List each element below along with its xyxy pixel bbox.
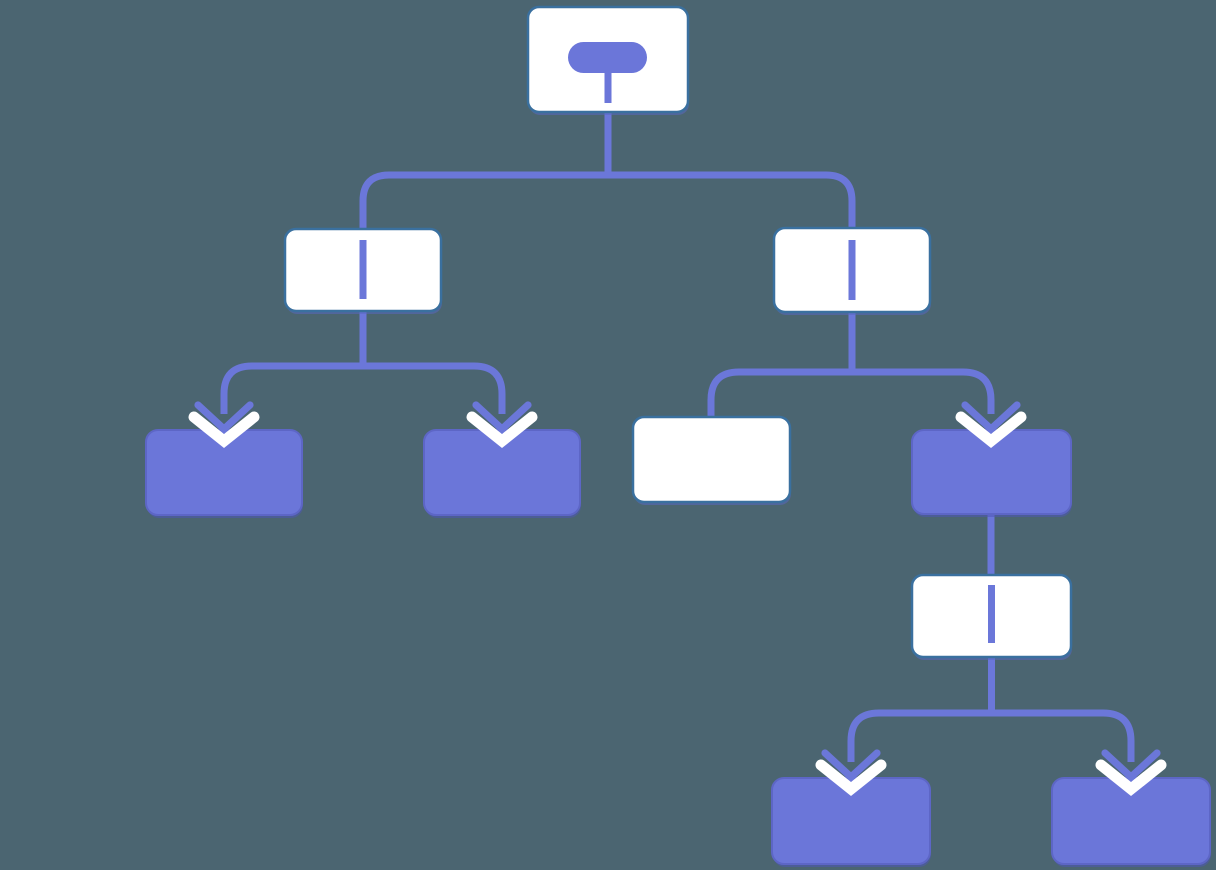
collapsed-pill-icon[interactable] [568,42,647,73]
connector-tier2-right-elbow [707,368,995,419]
drop-arrow-bottom-2-white-chevron-icon [1095,759,1167,797]
plain-card[interactable] [631,415,792,504]
drop-arrow-left-1-chevron-icon [194,401,254,434]
drop-arrow-left-2-chevron-icon [472,401,532,434]
connector-tier2-left-elbow [220,362,506,414]
nodes-layer [145,5,1211,867]
drop-arrow-left-1-white-chevron-icon [188,411,260,449]
connectors-layer [220,108,1135,762]
connector-tier1-elbow [359,171,856,231]
drop-arrow-bottom-1-chevron-icon [821,749,881,782]
drop-arrow-right-white-chevron-icon [955,411,1027,449]
drop-arrow-right-chevron-icon [961,401,1021,434]
arrows-layer [188,401,1167,797]
connector-tier3-elbow [847,709,1135,762]
drop-arrow-left-2-white-chevron-icon [466,411,538,449]
drop-arrow-bottom-2-chevron-icon [1101,749,1161,782]
drop-arrow-bottom-1-white-chevron-icon [815,759,887,797]
